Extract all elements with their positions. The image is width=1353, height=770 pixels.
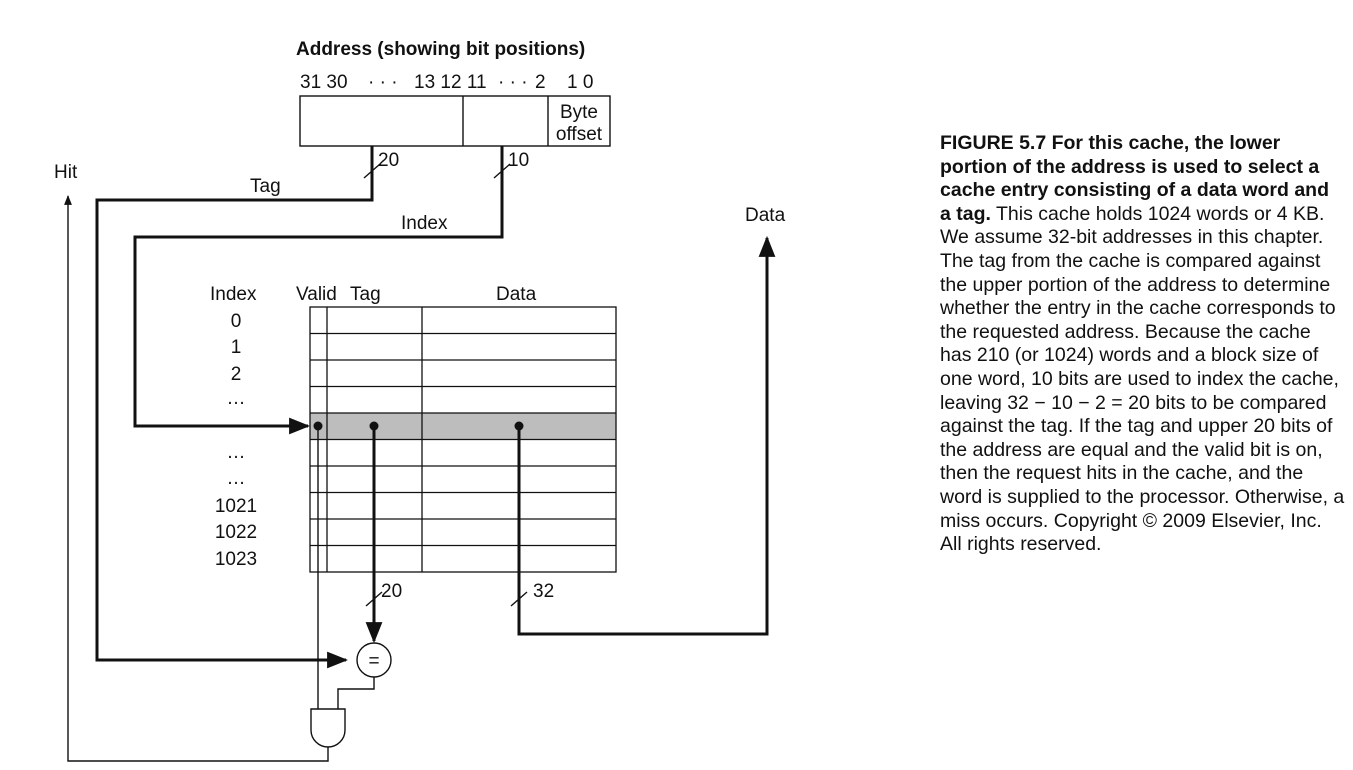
caption-bold: FIGURE 5.7 For this cache, the lower por… (940, 132, 1330, 225)
index-bus-width: 10 (508, 150, 529, 171)
bit-positions-dots-1: · · · (368, 72, 398, 93)
hit-wire (64, 195, 329, 762)
row-index-label: 2 (231, 364, 242, 385)
valid-tap-dot (313, 421, 323, 431)
cache-table (309, 306, 617, 573)
hit-label: Hit (54, 162, 78, 183)
figure-caption: FIGURE 5.7 For this cache, the lower por… (940, 132, 1345, 557)
tag-tap-dot (369, 421, 379, 431)
data-tap-dot (514, 421, 524, 431)
data-out-wire (517, 235, 776, 636)
data-out-label: Data (745, 205, 786, 226)
index-bus-label: Index (401, 213, 448, 234)
tag-bus-wire (95, 146, 374, 669)
bit-positions-low: 1 0 (567, 72, 593, 93)
table-header-data: Data (496, 284, 537, 305)
row-index-label: 1023 (215, 549, 257, 570)
and-gate (310, 708, 346, 748)
cache-diagram: Address (showing bit positions) 31 30 · … (54, 39, 786, 762)
comparator-symbol: = (368, 651, 379, 672)
tag-bus-width: 20 (378, 150, 399, 171)
caption-text: This cache holds 1024 words or 4 KB. We … (940, 202, 1345, 556)
bit-positions-low-2: 2 (535, 72, 546, 93)
row-index-label: … (227, 468, 246, 489)
index-bus-wire (133, 146, 504, 435)
row-index-label: 0 (231, 311, 242, 332)
table-header-index: Index (210, 284, 257, 305)
address-title: Address (showing bit positions) (296, 39, 585, 60)
byte-offset-label-line-2: offset (556, 124, 603, 145)
bit-positions-high: 31 30 (300, 72, 348, 93)
data-bus-width: 32 (533, 581, 554, 602)
compare-result-wire (337, 677, 375, 709)
row-index-label: 1 (231, 337, 242, 358)
index-bus-width-slash (493, 163, 511, 179)
row-index-label: 1021 (215, 496, 257, 517)
byte-offset-label-line-1: Byte (560, 102, 598, 123)
tag-bus-label: Tag (250, 176, 281, 197)
row-index-label: … (227, 442, 246, 463)
address-register (299, 95, 611, 147)
compare-bus-width-slash (365, 591, 383, 607)
table-header-valid: Valid (296, 284, 337, 305)
data-bus-width-slash (510, 591, 528, 607)
bit-positions-dots-2: · · · (498, 72, 528, 93)
table-header-tag: Tag (350, 284, 381, 305)
row-index-label: … (227, 388, 246, 409)
row-index-label: 1022 (215, 522, 257, 543)
compare-bus-width: 20 (381, 581, 402, 602)
bit-positions-mid: 13 12 11 (414, 72, 487, 93)
row-index-labels: 0 1 2 … … … 1021 1022 1023 (215, 311, 257, 570)
tag-bus-width-slash (363, 163, 381, 179)
selected-cache-row (310, 413, 616, 440)
